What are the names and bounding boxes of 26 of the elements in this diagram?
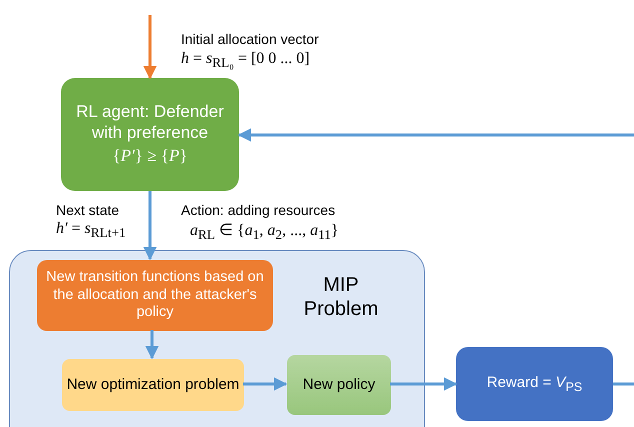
arrow — [390, 377, 458, 391]
arrow — [143, 191, 157, 260]
reward-box — [456, 347, 613, 421]
formula: h′ = s$_{RLt+1}$ — [56, 220, 126, 242]
node-text: Reward = V$_{PS}$ — [486, 374, 582, 394]
node-text: New policy — [302, 376, 376, 394]
arrow — [243, 377, 288, 391]
formula: a$_{RL}$ ∈ {a$_{1}$, a$_{2}$, ..., a$_{11}$} — [190, 221, 339, 244]
annotation: Action: adding resources — [181, 202, 336, 218]
annotation: Initial allocation vector — [181, 31, 319, 47]
problem-container — [9, 250, 425, 427]
node-text: New optimization problem — [66, 376, 240, 394]
process-box — [62, 359, 244, 411]
container-title: MIP Problem — [302, 273, 380, 321]
arrow — [143, 15, 157, 80]
arrow — [238, 128, 634, 142]
process-box — [287, 355, 391, 415]
node-text: New transition functions based on the allocation and the attacker's policy — [45, 269, 265, 322]
process-box — [37, 260, 273, 331]
node-text: RL agent: Defender with preference — [75, 102, 225, 144]
annotation: Next state — [56, 202, 120, 218]
formula: {P′} ≥ {P} — [112, 146, 188, 167]
connector-line — [613, 382, 634, 386]
arrow — [145, 330, 159, 360]
agent-box — [61, 78, 239, 191]
formula: h = s$_{RL₀}$ = [0 0 ... 0] — [181, 50, 310, 72]
